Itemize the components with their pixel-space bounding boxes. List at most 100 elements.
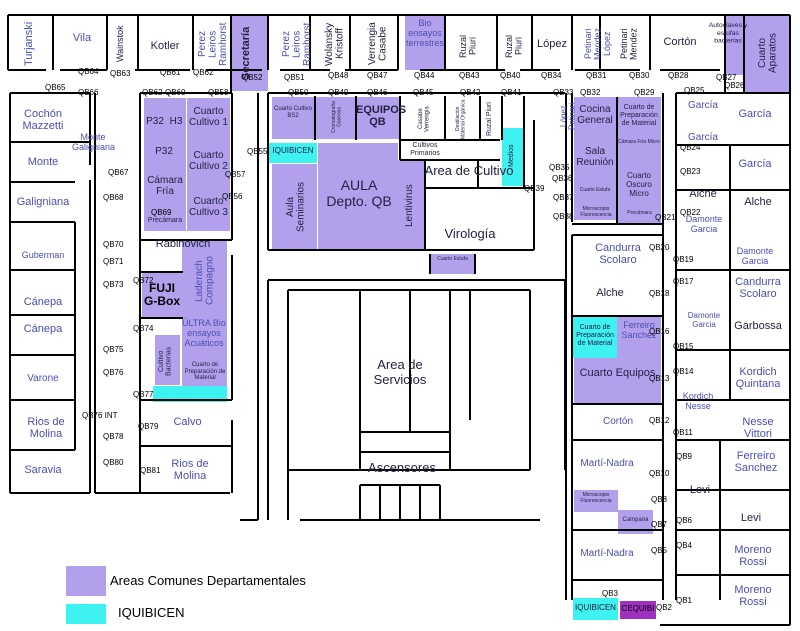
office-canepa-2[interactable]: Cánepa bbox=[23, 323, 63, 335]
office-levi-2[interactable]: Levi bbox=[740, 512, 762, 524]
office-alche-inner[interactable]: Alche bbox=[596, 287, 624, 299]
office-ferreiro-sanchez[interactable]: Ferreiro Sanchez bbox=[734, 450, 778, 475]
office-damonte-garcia-3[interactable]: Damonte Garcia bbox=[687, 311, 721, 329]
room-camara-fria-micro[interactable] bbox=[617, 137, 661, 162]
office-saravia[interactable]: Saravia bbox=[24, 464, 62, 476]
room-cromatografia[interactable] bbox=[314, 97, 356, 139]
room-cuarto-estufa-center[interactable] bbox=[430, 254, 475, 274]
room-secretaria[interactable] bbox=[231, 15, 268, 91]
office-verrengia-casabe[interactable]: Verrengia Casabe bbox=[367, 22, 389, 66]
room-iquibicen-center[interactable] bbox=[269, 143, 317, 163]
office-moreno-rossi-1[interactable]: Moreno Rossi bbox=[734, 544, 772, 569]
office-damonte-garcia-2[interactable]: Damonte Garcia bbox=[736, 246, 774, 267]
room-precamara-left[interactable] bbox=[144, 207, 186, 231]
office-garcia-3[interactable]: García bbox=[738, 108, 772, 120]
room-cuarto-cultivo-3[interactable] bbox=[187, 186, 230, 231]
office-cuarto-aparatos[interactable]: Cuarto Aparatos bbox=[757, 32, 779, 74]
office-candurra-scolaro-inner[interactable]: Candurra Scolaro bbox=[595, 242, 641, 267]
room-cuarto-cultivo-1[interactable] bbox=[187, 98, 230, 143]
office-wainstok[interactable]: Wainstok bbox=[115, 25, 125, 63]
office-nesse-vittori[interactable]: Nesse Vittori bbox=[742, 416, 774, 441]
room-microscopio-right-top[interactable] bbox=[574, 204, 618, 220]
office-alche-2[interactable]: Alche bbox=[744, 196, 772, 208]
office-ferreiro-sanchez-inner[interactable]: Ferreiro Sanchez bbox=[621, 320, 657, 341]
office-calvo[interactable]: Calvo bbox=[173, 416, 202, 428]
office-kordich-quintana[interactable]: Kordich Quintana bbox=[735, 366, 781, 391]
room-microscopio-right-bottom[interactable] bbox=[574, 490, 618, 512]
office-garcia-4[interactable]: García bbox=[738, 158, 772, 170]
room-medios[interactable] bbox=[502, 128, 524, 186]
room-cuarto-cultivo-2[interactable] bbox=[187, 143, 230, 186]
office-perez-leiros-1[interactable]: Perez Leiros Ramhorst bbox=[197, 22, 229, 66]
office-lopez[interactable]: López bbox=[537, 38, 567, 50]
office-laderach-compagno[interactable]: Laderach Compagno bbox=[194, 256, 216, 306]
room-h3[interactable] bbox=[166, 98, 186, 143]
room-cuarto-cultivo-bs2[interactable] bbox=[272, 97, 314, 139]
office-corton-top[interactable]: Cortón bbox=[663, 36, 697, 48]
label-precamara-left: Precámara bbox=[147, 217, 183, 224]
room-prep-material-iq[interactable] bbox=[573, 316, 617, 358]
room-p32-b[interactable] bbox=[144, 143, 186, 161]
office-moreno-rossi-2[interactable]: Moreno Rossi bbox=[734, 584, 772, 609]
room-ultra-bioensayos[interactable] bbox=[182, 318, 227, 358]
office-garcia-2[interactable]: García bbox=[687, 132, 718, 143]
office-candurra-scolaro[interactable]: Candurra Scolaro bbox=[735, 276, 781, 301]
office-canepa-1[interactable]: Cánepa bbox=[23, 296, 63, 308]
room-iquibicen-bottom[interactable] bbox=[573, 598, 618, 620]
room-camara-fria[interactable] bbox=[144, 161, 186, 207]
office-guberman[interactable]: Guberman bbox=[21, 250, 65, 260]
office-kordich-nesse[interactable]: Kordich Nesse bbox=[682, 391, 714, 412]
office-ruzal-piuri-1[interactable]: Ruzal Piuri bbox=[458, 34, 478, 58]
office-rabinovich[interactable]: Rabinovich bbox=[155, 238, 211, 250]
room-ferreiro-sanchez-inner[interactable] bbox=[617, 316, 661, 358]
office-rios-de-molina-inner[interactable]: Rios de Molina bbox=[171, 458, 209, 483]
office-garbossa[interactable]: Garbossa bbox=[734, 320, 782, 332]
office-wolansky[interactable]: Wolansky Kristoff bbox=[324, 22, 346, 66]
room-cocina-general[interactable] bbox=[574, 97, 616, 137]
office-varone[interactable]: Varone bbox=[27, 373, 59, 384]
room-precamara-right[interactable] bbox=[618, 204, 661, 224]
room-cuarto-oscuro-micro[interactable] bbox=[617, 162, 661, 204]
office-perez-leiros-2[interactable]: Perez Leiros Ramhorst bbox=[281, 22, 313, 66]
room-aula-depto[interactable] bbox=[318, 143, 398, 249]
room-laderach[interactable] bbox=[182, 240, 227, 318]
office-marti-nadra-2[interactable]: Martí-Nadra bbox=[580, 548, 634, 559]
office-cochon-mazzetti[interactable]: Cochón Mazzetti bbox=[22, 108, 64, 133]
office-marti-nadra-1[interactable]: Martí-Nadra bbox=[580, 458, 634, 469]
office-damonte-garcia-1[interactable]: Damonte Garcia bbox=[685, 214, 723, 235]
office-corton-inner[interactable]: Cortón bbox=[602, 416, 633, 427]
room-autoclaves[interactable] bbox=[725, 15, 745, 75]
room-cuarto-equipos[interactable] bbox=[574, 358, 661, 404]
office-bioensayos[interactable]: Bio ensayos terrestres bbox=[405, 18, 444, 49]
office-petinari-2[interactable]: Petinari Mendez bbox=[619, 27, 639, 61]
office-turjanski[interactable]: Turjanski bbox=[23, 21, 35, 66]
room-prep-material-right-top[interactable] bbox=[617, 97, 661, 137]
office-garcia-1[interactable]: García bbox=[687, 100, 718, 111]
office-alche-1[interactable]: Alche bbox=[689, 188, 717, 200]
room-prep-material-left[interactable] bbox=[182, 358, 227, 388]
room-lentivirus[interactable] bbox=[398, 160, 425, 250]
room-cequibi[interactable] bbox=[620, 601, 656, 619]
room-iquibicen-left-strip[interactable] bbox=[153, 386, 227, 402]
room-sala-reunion[interactable] bbox=[574, 137, 616, 185]
office-rios-de-molina[interactable]: Rios de Molina bbox=[27, 416, 65, 441]
code-qb27: QB27 bbox=[716, 73, 737, 82]
office-levi-1[interactable]: Levi bbox=[689, 484, 711, 496]
office-ruzal-piuri-2[interactable]: Ruzal Piuri bbox=[504, 34, 524, 58]
room-p32-a[interactable] bbox=[144, 98, 166, 143]
code-qb69: QB69 bbox=[151, 208, 172, 217]
room-cuarto-aparatos[interactable] bbox=[744, 15, 790, 93]
office-autoclaves[interactable]: Autoclaves y estufas bacterias bbox=[708, 21, 748, 45]
room-cuarto-estufa-right[interactable] bbox=[574, 185, 616, 204]
room-fuji-gbox[interactable] bbox=[142, 272, 182, 317]
office-vila[interactable]: Vila bbox=[72, 32, 92, 44]
room-aula-seminarios[interactable] bbox=[272, 164, 317, 249]
office-galigniana[interactable]: Galigniana bbox=[16, 196, 70, 208]
office-petinari-1[interactable]: Petinari Mendez López bbox=[583, 27, 612, 61]
office-monte[interactable]: Monte bbox=[27, 156, 59, 168]
room-bioensayos-terrestres[interactable] bbox=[405, 15, 445, 70]
office-monte-galigniana[interactable]: Monte Galigniana bbox=[72, 132, 116, 153]
room-equipos-qb[interactable] bbox=[356, 97, 399, 139]
office-kotler[interactable]: Kotler bbox=[150, 40, 180, 52]
room-cultivo-bacterias[interactable] bbox=[155, 335, 180, 385]
